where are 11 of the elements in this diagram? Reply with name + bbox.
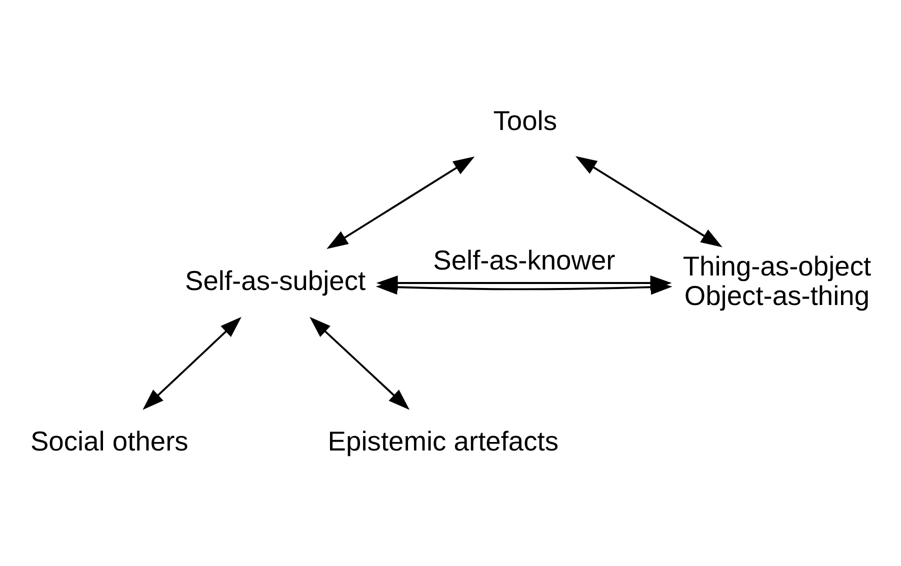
edge-label: Self-as-knower: [433, 244, 616, 276]
arrow: [326, 156, 475, 249]
node-text: Social others: [30, 425, 188, 456]
arrow: [575, 156, 722, 248]
arrow: [376, 280, 672, 295]
node-text: Tools: [493, 105, 558, 136]
node-text: Thing-as-object Object-as-thing: [682, 250, 872, 311]
node-text: Self-as-subject: [184, 265, 366, 296]
node-text: Epistemic artefacts: [328, 425, 559, 456]
arrow: [310, 316, 410, 410]
arrow: [142, 316, 242, 410]
